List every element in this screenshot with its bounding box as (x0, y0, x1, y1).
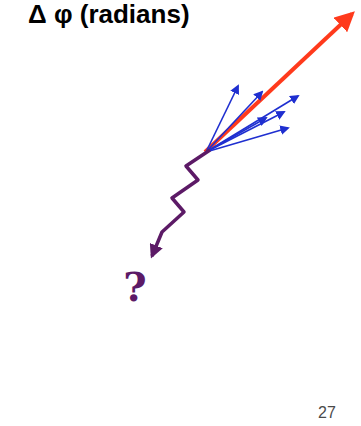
wavy-parton-arrow (152, 150, 210, 256)
leading-jet-arrow (205, 14, 352, 152)
fragment-arrow (206, 96, 298, 152)
fragment-arrow (206, 118, 266, 152)
question-mark: ? (17, 267, 253, 307)
page-number: 27 (318, 404, 336, 422)
fragment-arrows (206, 86, 298, 152)
fireball-shape (22, 105, 258, 387)
fragment-arrow (206, 128, 288, 152)
axis-title: Δ φ (radians) (28, 0, 190, 29)
horizontal-line (0, 376, 361, 380)
fireball-region: ? (22, 105, 258, 387)
fireball-ellipse (22, 105, 258, 387)
